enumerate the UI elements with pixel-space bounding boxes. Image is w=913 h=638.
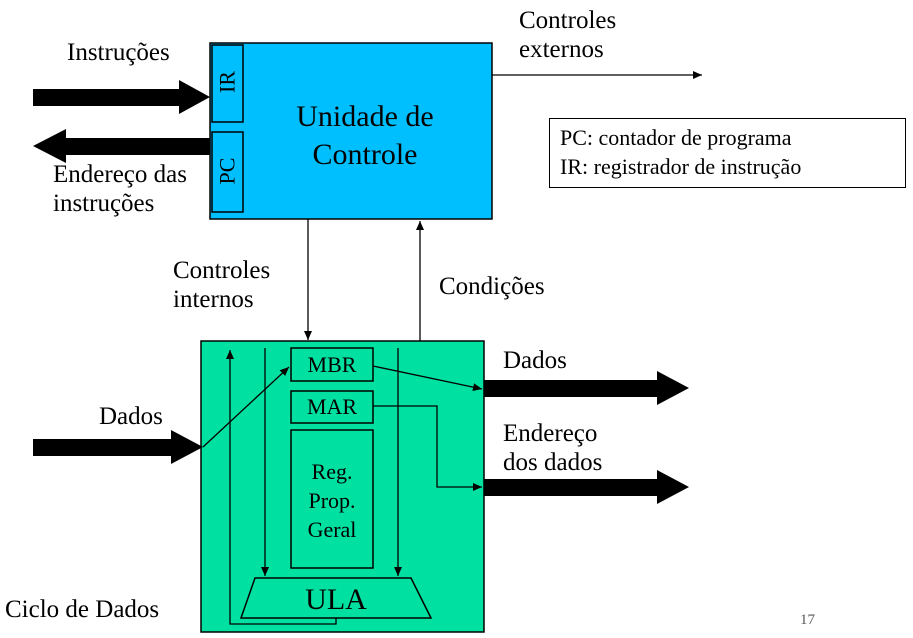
data-address-line1: Endereço <box>503 420 598 447</box>
conditions-label: Condições <box>439 273 545 300</box>
data-in-to-mbr-arrow <box>202 366 290 448</box>
data-address-line2: dos dados <box>503 449 603 476</box>
mbr-to-data-out-arrow <box>372 365 483 392</box>
data-out-label: Dados <box>503 347 567 374</box>
control-unit-box <box>209 42 493 220</box>
thick-arrow-data-in <box>33 430 203 464</box>
thick-arrow-data-out <box>484 371 689 405</box>
ir-register-box <box>211 44 244 123</box>
pc-register-box <box>211 131 244 213</box>
internal-controls-line2: internos <box>173 286 254 313</box>
page-number: 17 <box>800 612 815 628</box>
data-cycle-label: Ciclo de Dados <box>5 596 160 623</box>
ula-label: ULA <box>305 583 367 616</box>
ir-label: IR <box>214 71 240 93</box>
pc-label: PC <box>214 157 240 185</box>
general-registers-box <box>290 429 374 569</box>
control-unit-title: Unidade de Controle <box>250 98 480 174</box>
mar-register-box <box>290 390 374 424</box>
control-unit-title-line2: Controle <box>312 138 418 171</box>
general-registers-label: Reg. Prop. Geral <box>291 457 373 544</box>
instructions-label: Instruções <box>67 39 170 66</box>
general-registers-line1: Reg. <box>311 459 353 484</box>
thick-arrow-instructions-in <box>33 80 210 114</box>
legend-line-pc: PC: contador de programa <box>560 125 792 150</box>
legend-box: PC: contador de programa IR: registrador… <box>549 118 906 188</box>
control-unit-title-line1: Unidade de <box>296 100 434 133</box>
thick-arrow-data-address-out <box>484 470 689 504</box>
general-registers-line3: Geral <box>307 517 357 542</box>
general-registers-line2: Prop. <box>308 488 356 513</box>
mar-to-address-out-arrow <box>373 405 482 491</box>
instruction-address-line2: instruções <box>53 190 155 217</box>
data-in-label: Dados <box>99 403 163 430</box>
legend-line-ir: IR: registrador de instrução <box>560 154 802 179</box>
external-controls-label: Controles externos <box>519 6 616 64</box>
external-controls-line1: Controles <box>519 7 617 34</box>
mbr-register-box <box>290 347 374 382</box>
thick-arrow-instruction-address-out <box>33 129 210 163</box>
data-address-label: Endereço dos dados <box>503 419 602 477</box>
instruction-address-line1: Endereço das <box>53 161 187 188</box>
instruction-address-label: Endereço das instruções <box>53 160 187 218</box>
external-controls-line2: externos <box>519 36 604 63</box>
mar-label: MAR <box>306 394 358 419</box>
internal-controls-label: Controles internos <box>173 256 270 314</box>
ula-feedback-loop-arrow <box>226 350 337 625</box>
mbr-label: MBR <box>307 352 357 377</box>
internal-controls-line1: Controles <box>173 257 271 284</box>
ula-trapezoid <box>239 577 433 619</box>
